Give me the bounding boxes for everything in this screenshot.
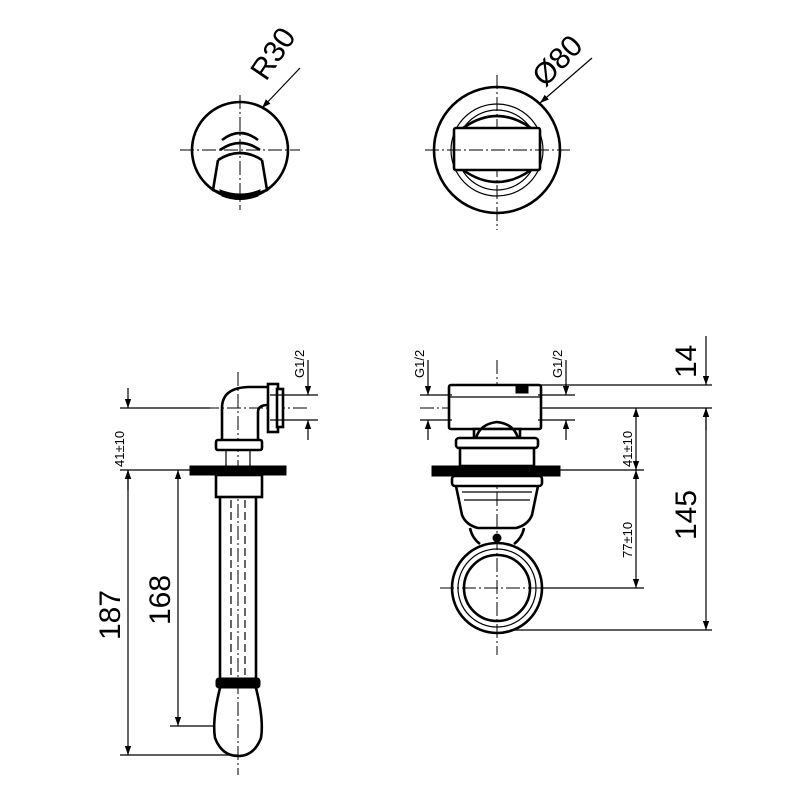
d41-side-label: 41±10: [112, 431, 127, 467]
r30-label: R30: [244, 22, 302, 86]
g12-front-left-label: G1/2: [412, 350, 427, 378]
handle-top-view: Ø80: [425, 29, 593, 230]
spout-top-view: R30: [180, 22, 303, 210]
d145-label: 145: [670, 490, 703, 540]
d77-label: 77±10: [620, 522, 635, 558]
d41-front-label: 41±10: [620, 431, 635, 467]
g12-front-right-label: G1/2: [550, 350, 565, 378]
d14-label: 14: [670, 345, 703, 378]
d168-label: 168: [144, 575, 177, 625]
spout-side-view: G1/2 41±10 187 168: [94, 350, 318, 775]
g12-side-label: G1/2: [292, 350, 307, 378]
d80-label: Ø80: [526, 29, 589, 93]
mixer-front-view: G1/2 G1/2 14 41±10 77±10 145: [412, 336, 712, 655]
d187-label: 187: [94, 590, 127, 640]
